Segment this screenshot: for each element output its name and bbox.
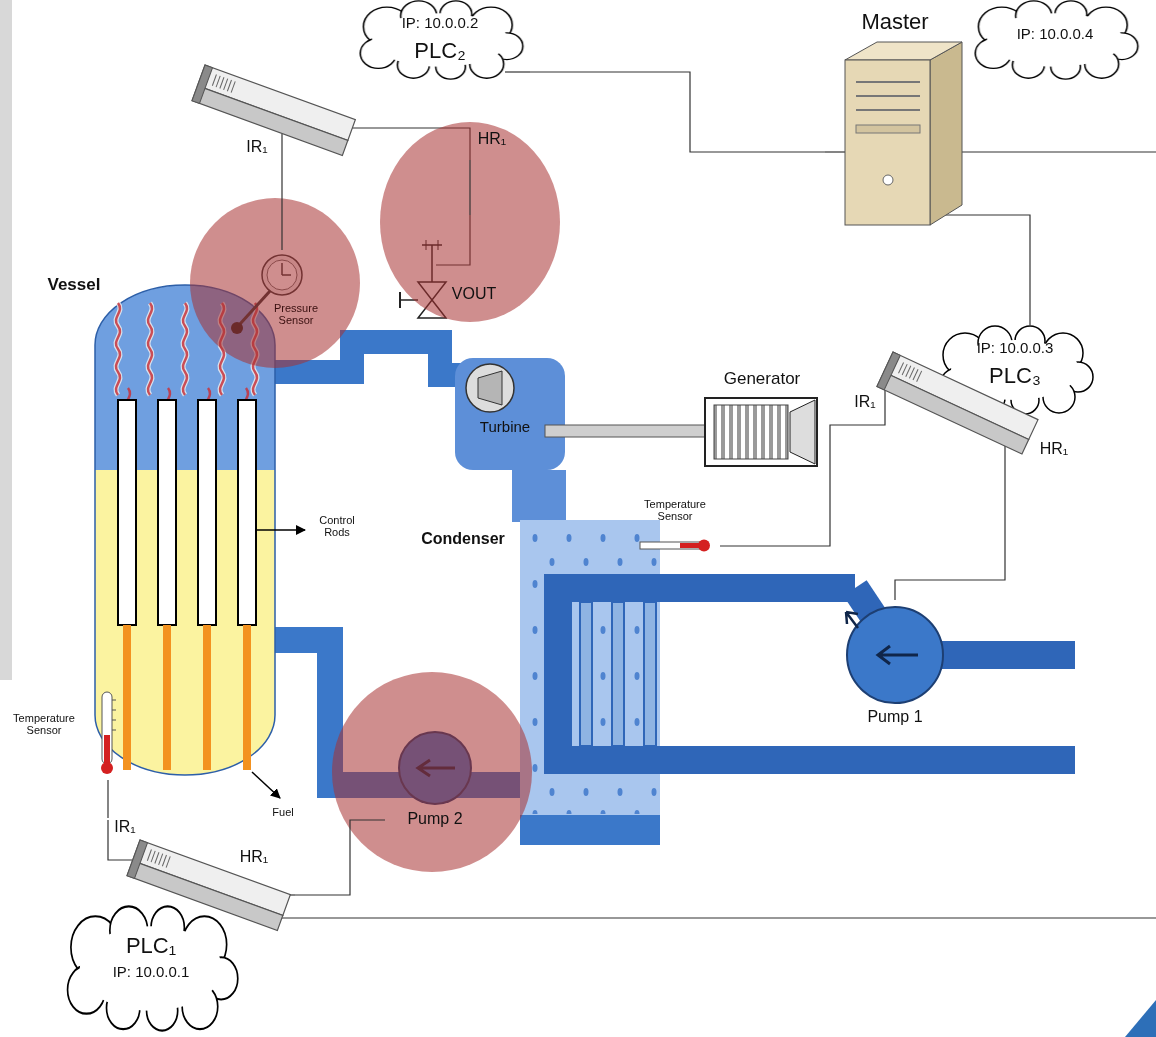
signal-wire [281,160,282,250]
node-label: Temperature Sensor [8,712,80,736]
node-label: Temperature Sensor [639,498,711,522]
plc-node: IP: 10.0.0.3PLC₃ [850,325,1110,460]
pump: Pump 2 [385,712,485,837]
node-label: Generator [724,369,801,389]
condenser: Condenser [415,470,665,850]
signal-label: IR₁ [854,393,875,411]
node-label: PLC₂ [414,38,465,63]
signal-wire [107,780,108,818]
signal-wire [1029,230,1030,325]
pump: Pump 1 [840,600,955,730]
generator: Generator [700,365,825,475]
node-label: Vessel [48,275,101,295]
node-label: IP: 10.0.0.1 [113,963,190,980]
signal-label: IR₁ [246,138,267,156]
node-label: PLC₁ [126,933,176,958]
signal-label: HR₁ [478,130,507,148]
outlet-valve: VOUT [385,215,500,325]
node-label: VOUT [452,285,496,303]
reactor-vessel: Vessel [40,270,280,775]
turbine: Turbine [455,360,565,450]
master-server: MasterIP: 10.0.0.4 [825,5,1140,230]
signal-label: HR₁ [1040,440,1069,458]
signal-wire [469,160,470,215]
node-label: IP: 10.0.0.2 [402,14,479,31]
node-label: Pump 2 [407,810,462,828]
signal-wire [530,72,825,152]
node-label: Condenser [421,530,505,548]
node-label: IP: 10.0.0.3 [977,339,1054,356]
signal-wire [720,425,850,546]
part-label: Fuel [272,806,293,819]
node-label: IP: 10.0.0.4 [1017,25,1094,42]
node-label: PLC₃ [989,363,1041,388]
node-label: Master [861,9,928,34]
signal-label: HR₁ [240,848,269,866]
signal-label: IR₁ [114,818,135,836]
signal-wire [895,460,1005,600]
pressure-sensor: Pressure Sensor [230,250,330,345]
temperature-sensor: Temperature Sensor [630,495,720,553]
node-label: Pump 1 [867,708,922,726]
part-label: Control Rods [309,514,365,538]
temperature-sensor: Temperature Sensor [2,688,127,780]
node-label: Pressure Sensor [265,302,327,326]
signal-wire [295,820,385,895]
node-label: Turbine [480,418,530,435]
